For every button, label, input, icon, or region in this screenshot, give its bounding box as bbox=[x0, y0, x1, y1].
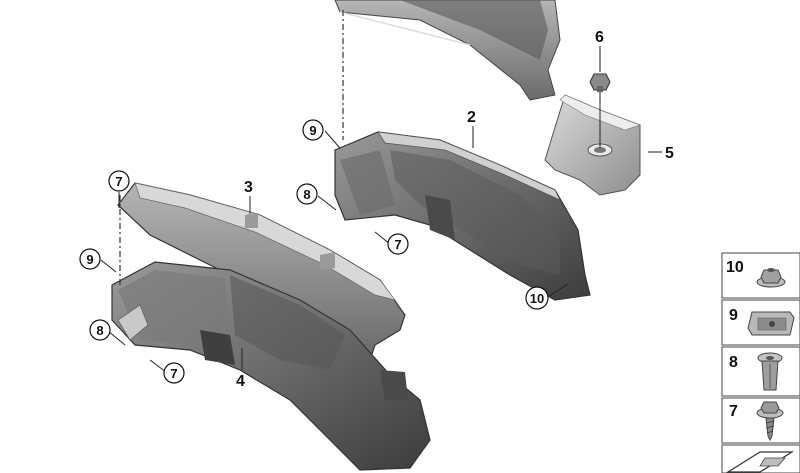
left-shield-part bbox=[111, 261, 431, 471]
panel-box-9: 9 bbox=[721, 299, 800, 346]
callout-9-left: 9 bbox=[79, 248, 101, 270]
panel-number-9: 9 bbox=[729, 307, 738, 324]
part-label-5: 5 bbox=[665, 145, 674, 162]
svg-text:10: 10 bbox=[530, 291, 544, 306]
part-label-2: 2 bbox=[467, 109, 476, 126]
part-label-6: 6 bbox=[595, 29, 604, 46]
svg-text:9: 9 bbox=[309, 123, 316, 138]
callout-7-left-top: 7 bbox=[108, 170, 130, 192]
right-shield-part bbox=[334, 131, 591, 301]
upper-rail-part bbox=[334, 0, 561, 101]
leader-lines bbox=[100, 126, 662, 373]
callout-8-left: 8 bbox=[89, 319, 111, 341]
nut-part bbox=[589, 73, 611, 92]
svg-text:8: 8 bbox=[303, 187, 310, 202]
svg-text:9: 9 bbox=[86, 252, 93, 267]
flange-nut-icon bbox=[756, 268, 786, 288]
svg-text:7: 7 bbox=[115, 174, 122, 189]
callout-10-right: 10 bbox=[525, 286, 549, 310]
svg-text:7: 7 bbox=[394, 237, 401, 252]
hex-screw-icon bbox=[756, 401, 784, 442]
part-label-4: 4 bbox=[236, 373, 245, 390]
panel-number-8: 8 bbox=[729, 354, 738, 371]
callout-7-left-bottom: 7 bbox=[163, 362, 185, 384]
panel-number-10: 10 bbox=[726, 259, 744, 276]
svg-text:8: 8 bbox=[96, 323, 103, 338]
part-label-3: 3 bbox=[244, 179, 253, 196]
clip-nut-icon bbox=[747, 311, 795, 336]
callout-7-right: 7 bbox=[387, 233, 409, 255]
callout-8-right: 8 bbox=[296, 183, 318, 205]
panel-box-set bbox=[721, 444, 800, 473]
panel-box-7: 7 bbox=[721, 397, 800, 444]
parts-panel: 10 9 8 bbox=[721, 252, 800, 473]
hardware-set-icon bbox=[725, 451, 795, 473]
panel-box-10: 10 bbox=[721, 252, 800, 299]
svg-text:7: 7 bbox=[170, 366, 177, 381]
expanding-rivet-icon bbox=[757, 352, 783, 391]
panel-box-8: 8 bbox=[721, 346, 800, 397]
callout-9-right: 9 bbox=[302, 119, 324, 141]
panel-number-7: 7 bbox=[729, 403, 738, 420]
bracket-part bbox=[544, 94, 641, 196]
